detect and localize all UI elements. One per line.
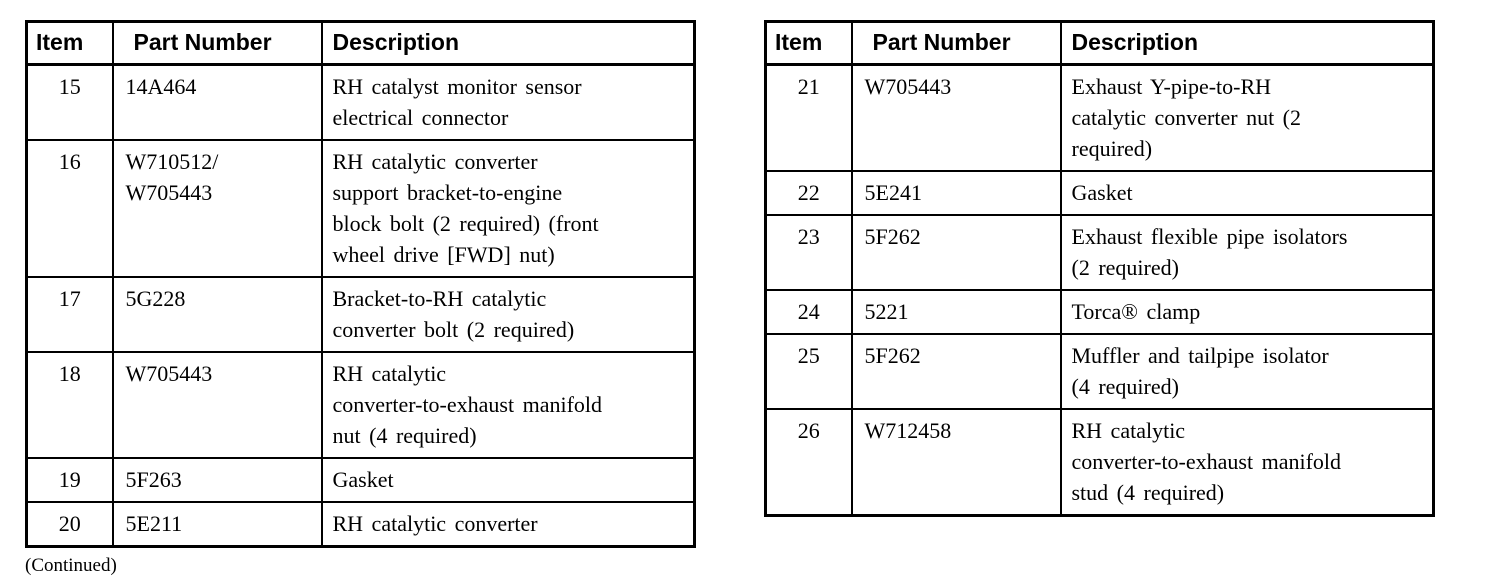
description-cell: Torca® clamp <box>1059 289 1435 335</box>
description-cell: RH catalytic converter-to-exhaust manifo… <box>1059 408 1435 517</box>
item-cell: 17 <box>25 276 114 353</box>
item-cell: 21 <box>764 63 853 172</box>
column-header-description: Description <box>1059 20 1435 66</box>
column-header-item: Item <box>25 20 114 66</box>
part-number-cell: W712458 <box>850 408 1062 517</box>
part-number-cell: 5E211 <box>111 501 323 548</box>
description-cell: RH catalytic converter-to-exhaust manifo… <box>320 351 696 459</box>
part-number-cell: W705443 <box>850 63 1062 172</box>
column-header-item: Item <box>764 20 853 66</box>
part-number-cell: 5F263 <box>111 457 323 503</box>
item-cell: 20 <box>25 501 114 548</box>
column-header-description: Description <box>320 20 696 66</box>
description-cell: Exhaust flexible pipe isolators (2 requi… <box>1059 214 1435 291</box>
part-number-cell: 5G228 <box>111 276 323 353</box>
item-cell: 15 <box>25 63 114 141</box>
part-number-cell: 5E241 <box>850 170 1062 216</box>
item-cell: 19 <box>25 457 114 503</box>
description-cell: RH catalytic converter support bracket-t… <box>320 139 696 278</box>
description-cell: Gasket <box>1059 170 1435 216</box>
description-cell: RH catalyst monitor sensor electrical co… <box>320 63 696 141</box>
part-number-cell: 5F262 <box>850 214 1062 291</box>
item-cell: 18 <box>25 351 114 459</box>
item-cell: 26 <box>764 408 853 517</box>
part-number-cell: 5F262 <box>850 333 1062 410</box>
description-cell: Exhaust Y-pipe-to-RH catalytic converter… <box>1059 63 1435 172</box>
item-cell: 22 <box>764 170 853 216</box>
description-cell: Muffler and tailpipe isolator (4 require… <box>1059 333 1435 410</box>
description-cell: RH catalytic converter <box>320 501 696 548</box>
part-number-cell: 5221 <box>850 289 1062 335</box>
item-cell: 24 <box>764 289 853 335</box>
item-cell: 23 <box>764 214 853 291</box>
column-header-part-number: Part Number <box>111 20 323 66</box>
description-cell: Gasket <box>320 457 696 503</box>
part-number-cell: W705443 <box>111 351 323 459</box>
part-number-cell: W710512/ W705443 <box>111 139 323 278</box>
continued-label: (Continued) <box>25 555 117 576</box>
description-cell: Bracket-to-RH catalytic converter bolt (… <box>320 276 696 353</box>
part-number-cell: 14A464 <box>111 63 323 141</box>
column-header-part-number: Part Number <box>850 20 1062 66</box>
item-cell: 16 <box>25 139 114 278</box>
item-cell: 25 <box>764 333 853 410</box>
